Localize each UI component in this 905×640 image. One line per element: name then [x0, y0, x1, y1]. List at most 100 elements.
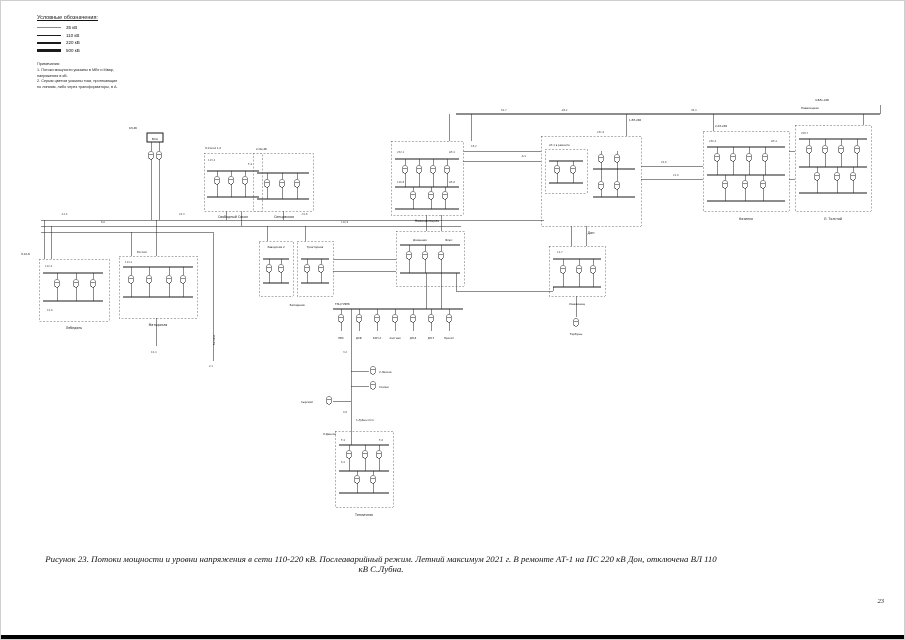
transformer-symbol [442, 191, 448, 200]
diagram-label: 232,1 [397, 150, 405, 154]
transformer-winding [428, 193, 434, 200]
substation-boundary [395, 230, 465, 287]
transformer-symbol [354, 475, 360, 484]
legend-label: 220 кВ [66, 40, 80, 45]
diagram-label: 36,4 [691, 108, 697, 112]
diagram-label: ПВС [338, 336, 344, 340]
transformer-winding [73, 281, 79, 288]
substation-boundary [540, 135, 642, 227]
transformer-winding [362, 452, 368, 459]
transformer-symbol [279, 179, 285, 188]
transformer-symbol [376, 450, 382, 459]
transformer-symbol [444, 165, 450, 174]
transformer-winding [806, 147, 812, 154]
transformer-symbol [814, 172, 820, 181]
diagram-label: Заводская 2 [267, 245, 285, 249]
transformer-winding [279, 181, 285, 188]
transformer-symbol [838, 145, 844, 154]
diagram-label: Павелецкая [801, 106, 819, 110]
substation-boundary [38, 258, 110, 322]
diagram-label: К2-49-А [212, 335, 216, 345]
transformer-symbol [73, 279, 79, 288]
diagram-label: 6,4 [341, 460, 345, 464]
diagram-label: 2,1 [209, 364, 213, 368]
diagram-label: 6Л-4Б [129, 126, 137, 130]
transformer-winding [180, 277, 186, 284]
diagram-label: Л-Данков [323, 432, 336, 436]
transformer-winding [722, 182, 728, 189]
transformer-symbol [264, 179, 270, 188]
diagram-label: 2-СЦ-4Б [256, 147, 267, 151]
diagram-label: 12,7 [557, 250, 563, 254]
diagram-label: 113,2 [208, 158, 216, 162]
page-number: 23 [877, 598, 885, 605]
diagram-label: 0,8 [343, 410, 347, 414]
transformer-symbol [590, 265, 596, 274]
notes-line: напряжения в кВ. [37, 73, 68, 78]
transformer-winding [346, 452, 352, 459]
transformer-symbol [438, 251, 444, 260]
diagram-label: Тепличная [354, 513, 373, 517]
diagram-label: 114,1 [125, 260, 133, 264]
legend-line-sample [37, 41, 61, 44]
diagram-label: С.Лубна откл. [356, 418, 374, 422]
transformer-symbol [746, 153, 752, 162]
substation-boundary [334, 430, 394, 508]
transformer-winding [410, 316, 416, 323]
transformer-winding [822, 147, 828, 154]
page-bottom-edge [1, 635, 904, 639]
transformer-symbol [278, 264, 284, 273]
legend-label: 35 кВ [66, 25, 78, 30]
transformer-symbol [598, 181, 604, 190]
substation-boundary [390, 140, 464, 216]
diagram-label: -48,2 [561, 108, 568, 112]
transformer-winding [370, 477, 376, 484]
diagram-label: Сырский [301, 400, 313, 404]
diagram-label: Тербуны [569, 332, 583, 336]
transformer-winding [598, 183, 604, 190]
notes: Примечания: 1. Потоки мощности указаны в… [37, 62, 207, 91]
transformer-winding [570, 167, 576, 174]
substation-boundary [544, 148, 588, 194]
transformer-winding [266, 266, 272, 273]
transformer-winding [742, 182, 748, 189]
diagram-label: -31,8 [301, 212, 308, 216]
transformer-winding [834, 174, 840, 181]
diagram-label: 8,6 [101, 220, 105, 224]
diagram-label: ТЭЦ НЛМК [334, 302, 350, 306]
diagram-label: 228,7 [801, 131, 809, 135]
transformer-symbol [166, 275, 172, 284]
transformer-winding [392, 316, 398, 323]
diagram-label: 10,4 [151, 350, 157, 354]
transformer-winding [416, 167, 422, 174]
diagram-label: Л-Сокол 1,2 [205, 146, 221, 150]
transformer-winding [354, 477, 360, 484]
diagram-label: АТ-2 [449, 180, 455, 184]
diagram-label: Доменная [413, 238, 427, 242]
transformer-winding [166, 277, 172, 284]
transformer-winding [854, 147, 860, 154]
transformer-symbol [570, 165, 576, 174]
transformer-symbol [760, 180, 766, 189]
legend-label: 110 кВ [66, 32, 80, 38]
transformer-symbol [430, 165, 436, 174]
diagram-label: 2-КЗ-24Б [715, 124, 727, 128]
transformer-symbol [410, 314, 416, 323]
diagram-label: 10,6 [47, 308, 53, 312]
transformer-symbol [806, 145, 812, 154]
transformer-symbol [834, 172, 840, 181]
diagram-label: 230,4 [709, 139, 717, 143]
diagram-label: Хмелинец [569, 302, 585, 306]
transformer-symbol [356, 314, 362, 323]
diagram-label: 110,9 [341, 220, 349, 224]
transformer-symbol [598, 154, 604, 163]
transformer-symbol [614, 154, 620, 163]
transformer-symbol [370, 381, 376, 390]
transformer-winding [242, 178, 248, 185]
legend-title: Условные обозначения: [37, 15, 98, 21]
transformer-winding [430, 167, 436, 174]
transformer-symbol [742, 180, 748, 189]
substation-boundary [548, 245, 606, 297]
